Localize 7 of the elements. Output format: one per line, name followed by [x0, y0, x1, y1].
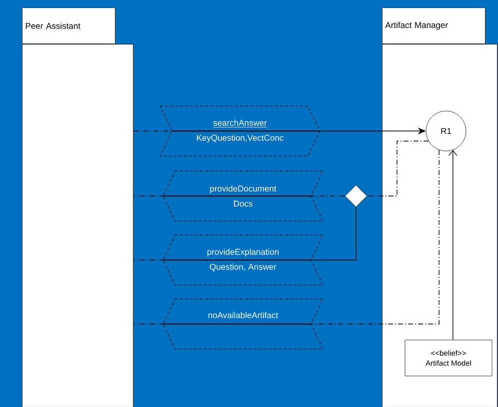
decision-diamond — [344, 184, 368, 208]
connector — [448, 150, 458, 340]
node-label: Peer Assistant — [26, 22, 80, 29]
lifeline-box: Peer Assistant — [22, 8, 134, 407]
node-label: Artifact Manager — [385, 22, 448, 30]
connector — [366, 140, 429, 196]
circle-node: R1 — [426, 110, 466, 152]
